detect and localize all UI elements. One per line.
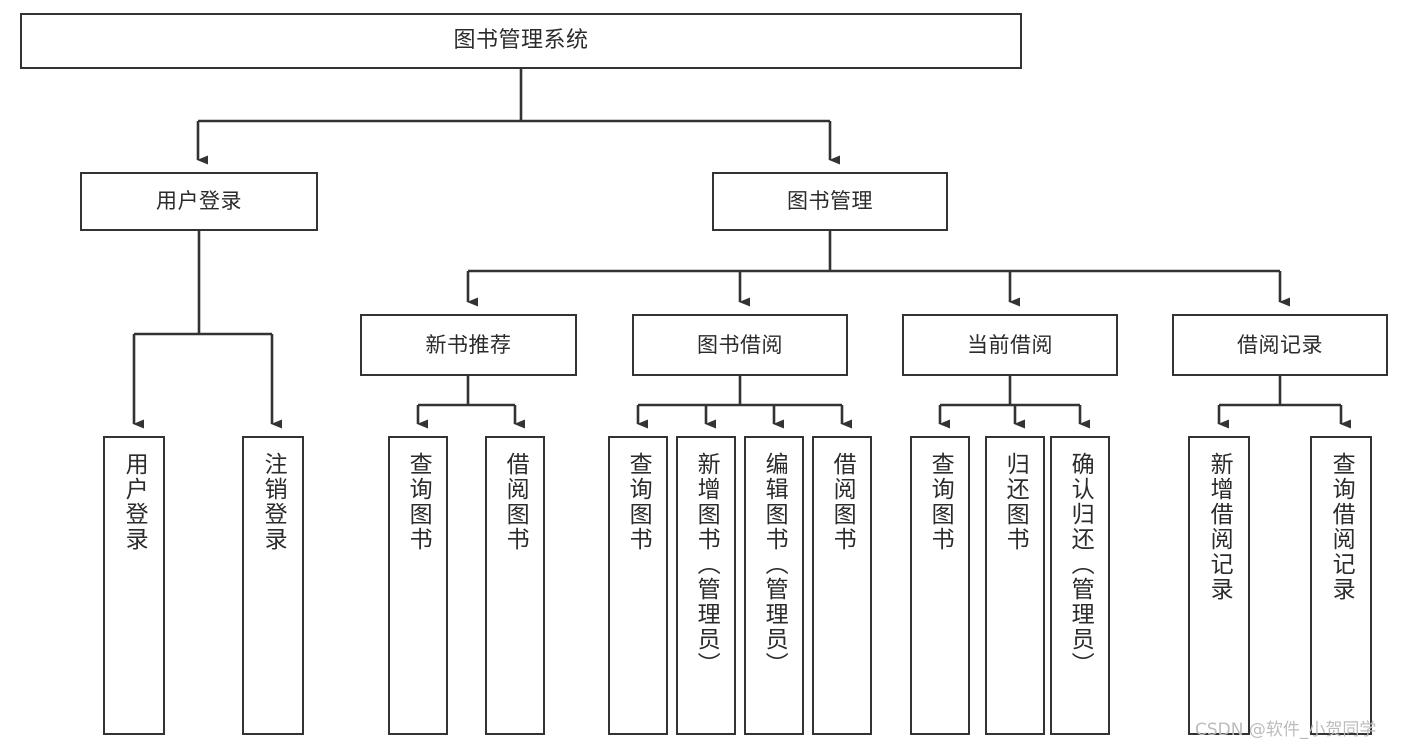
node-new-book-recommend-label: 新书推荐 [425,332,512,357]
leaf-query-book-2-label: 查询图书 [625,452,652,552]
leaf-query-book-3-label: 查询图书 [927,452,954,552]
leaf-borrow-book-2[interactable]: 借阅图书 [812,436,872,735]
leaf-return-book[interactable]: 归还图书 [985,436,1045,735]
node-current-borrow[interactable]: 当前借阅 [902,314,1118,376]
node-borrow-record[interactable]: 借阅记录 [1172,314,1388,376]
csdn-watermark: CSDN @软件_小贺同学 [1195,720,1377,740]
leaf-user-login-label: 用户登录 [121,452,148,552]
leaf-query-book-2[interactable]: 查询图书 [608,436,668,735]
leaf-return-book-label: 归还图书 [1002,452,1029,552]
leaf-edit-book[interactable]: 编辑图书（管理员） [744,436,804,735]
leaf-query-record-label: 查询借阅记录 [1328,452,1355,602]
node-user-login-label: 用户登录 [156,189,242,214]
node-book-borrow-label: 图书借阅 [697,332,783,357]
node-book-manage-label: 图书管理 [787,189,873,214]
leaf-borrow-book-1-label: 借阅图书 [502,452,529,552]
node-user-login[interactable]: 用户登录 [80,172,318,231]
leaf-user-login[interactable]: 用户登录 [103,436,165,735]
edge-borrow-record-fanout-bar [1219,376,1341,407]
leaf-query-book-3[interactable]: 查询图书 [910,436,970,735]
leaf-logout[interactable]: 注销登录 [242,436,304,735]
leaf-query-book-1-label: 查询图书 [405,452,432,552]
node-borrow-record-label: 借阅记录 [1237,332,1323,357]
node-root[interactable]: 图书管理系统 [20,13,1022,69]
leaf-borrow-book-2-label: 借阅图书 [829,452,856,552]
leaf-add-record[interactable]: 新增借阅记录 [1188,436,1250,735]
leaf-edit-book-label: 编辑图书（管理员） [761,452,788,677]
node-root-label: 图书管理系统 [453,28,589,54]
leaf-query-record[interactable]: 查询借阅记录 [1310,436,1372,735]
node-new-book-recommend[interactable]: 新书推荐 [360,314,577,376]
leaf-add-record-label: 新增借阅记录 [1206,452,1233,602]
node-book-borrow[interactable]: 图书借阅 [632,314,848,376]
edge-root-fanout-bar [198,69,830,123]
leaf-add-book[interactable]: 新增图书（管理员） [676,436,736,735]
node-current-borrow-label: 当前借阅 [967,332,1053,357]
leaf-confirm-return-label: 确认归还（管理员） [1067,452,1094,677]
leaf-add-book-label: 新增图书（管理员） [693,452,720,677]
edge-new-book-fanout-bar [418,376,515,407]
edge-book-borrow-fanout-bar [638,376,842,407]
edge-book-manage-fanout-bar [468,231,1280,273]
edge-current-borrow-fanout-bar [940,376,1080,407]
edge-user-login-fanout-bar [134,231,272,336]
leaf-borrow-book-1[interactable]: 借阅图书 [485,436,545,735]
leaf-query-book-1[interactable]: 查询图书 [388,436,448,735]
node-book-manage[interactable]: 图书管理 [712,172,948,231]
leaf-confirm-return[interactable]: 确认归还（管理员） [1050,436,1110,735]
leaf-logout-label: 注销登录 [260,452,287,552]
